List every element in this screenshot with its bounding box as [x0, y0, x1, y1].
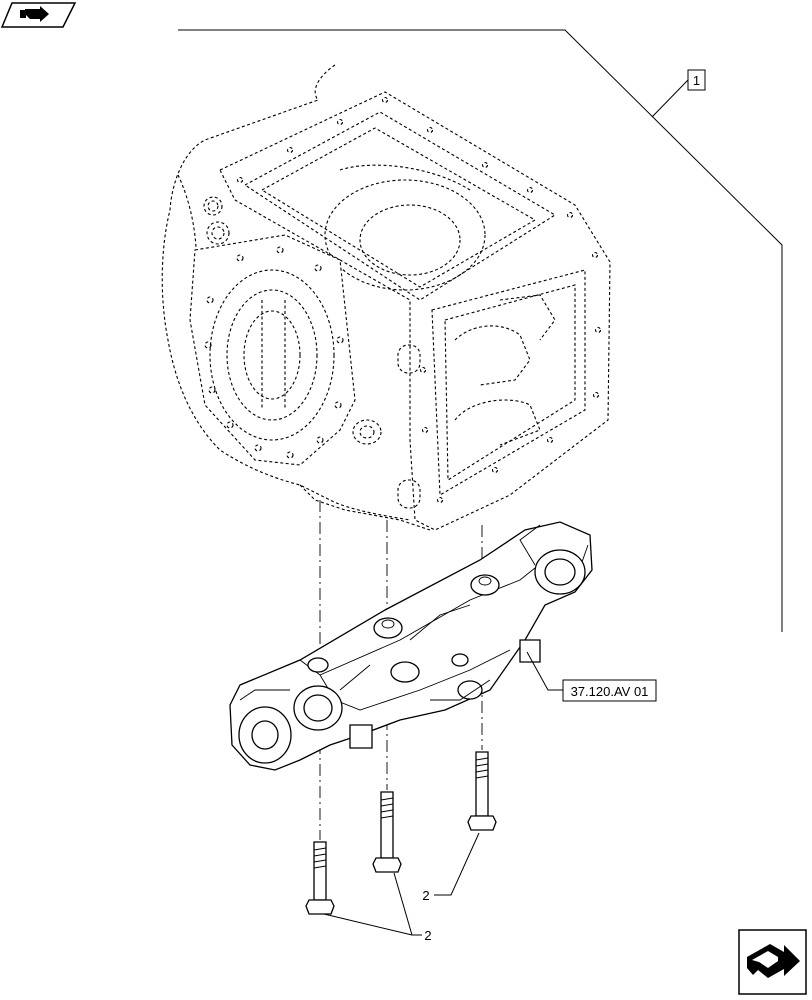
next-page-arrow-icon[interactable]	[738, 929, 807, 995]
previous-page-arrow-icon[interactable]	[0, 2, 77, 28]
callout-item-1[interactable]: 1	[687, 69, 706, 91]
callout-axle-reference[interactable]: 37.120.AV 01	[562, 679, 657, 702]
bolt-right	[467, 751, 497, 831]
flange-bolt-holes	[204, 246, 344, 459]
top-frame-bolt-holes	[236, 96, 602, 504]
callout-item-2-left[interactable]: 2	[424, 928, 431, 943]
callout-leaders	[323, 651, 563, 936]
front-axle-support	[229, 521, 593, 771]
bolt-middle	[372, 791, 402, 873]
bolt-left	[305, 841, 335, 915]
callout-item-1-label: 1	[693, 73, 700, 88]
callout-axle-reference-label: 37.120.AV 01	[571, 684, 649, 699]
housing-callout-bracket	[178, 29, 783, 632]
transmission-housing	[161, 64, 611, 531]
callout-item-2-right[interactable]: 2	[422, 888, 429, 903]
